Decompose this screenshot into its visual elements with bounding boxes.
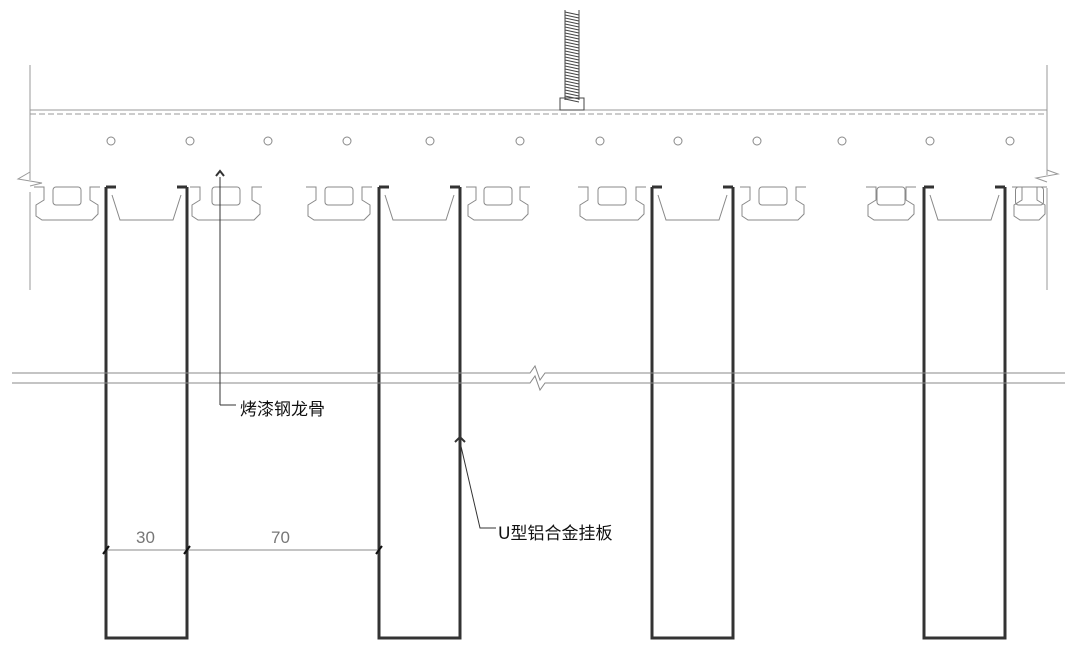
keel-segment xyxy=(578,186,646,221)
bolt-thread xyxy=(564,71,580,79)
keel-holes xyxy=(106,136,1015,146)
panel-label: U型铝合金挂板 xyxy=(498,524,613,544)
keel-slot xyxy=(211,186,241,206)
bolt-thread xyxy=(564,53,580,61)
keel-hole xyxy=(425,136,435,146)
keel-slot xyxy=(876,186,906,206)
bolt-thread xyxy=(564,95,580,103)
keel-segment xyxy=(190,186,262,221)
keel-hole xyxy=(515,136,525,146)
keel-hole xyxy=(837,136,847,146)
keel-label: 烤漆钢龙骨 xyxy=(240,400,325,420)
keel-slot xyxy=(483,186,513,206)
bolt-thread xyxy=(564,35,580,43)
keel-hole xyxy=(106,136,116,146)
steel-keel-profile xyxy=(34,186,1047,221)
break-mark-left xyxy=(16,171,43,187)
bolt-thread xyxy=(564,89,580,97)
anchor-bolt xyxy=(559,10,585,111)
bolt-thread xyxy=(564,29,580,37)
bolt-thread xyxy=(564,77,580,85)
keel-slot xyxy=(52,186,82,206)
break-mark-right xyxy=(1034,169,1060,183)
keel-hole xyxy=(752,136,762,146)
keel-slot xyxy=(324,186,354,206)
keel-slot xyxy=(597,186,627,206)
keel-under-panel xyxy=(111,194,182,221)
keel-segment xyxy=(866,186,916,221)
dimension-30: 30 xyxy=(136,528,155,547)
leaders xyxy=(215,169,496,529)
bolt-thread xyxy=(564,41,580,49)
bolt-thread xyxy=(564,65,580,73)
u-panel xyxy=(104,187,189,640)
u-panels xyxy=(104,185,1007,640)
bolt-thread xyxy=(564,47,580,55)
keel-slot xyxy=(758,186,788,206)
keel-under-panel xyxy=(384,194,455,221)
keel-segment xyxy=(740,186,806,221)
keel-hole xyxy=(263,136,273,146)
bolt-thread xyxy=(564,59,580,67)
keel-hole xyxy=(595,136,605,146)
keel-hole xyxy=(925,136,935,146)
arrow-icon xyxy=(454,435,466,443)
keel-hole xyxy=(673,136,683,146)
keel-under-panel xyxy=(657,194,728,221)
keel-segment xyxy=(306,186,372,221)
u-panel xyxy=(650,187,735,640)
bolt-thread xyxy=(564,11,580,19)
ceiling-slab xyxy=(16,65,1060,290)
u-panel xyxy=(922,187,1007,640)
dimension-line xyxy=(102,545,383,555)
keel-segment xyxy=(34,186,100,221)
u-panel xyxy=(377,187,462,640)
keel-hole xyxy=(342,136,352,146)
keel-hole xyxy=(185,136,195,146)
dimension-70: 70 xyxy=(271,528,290,547)
keel-segment xyxy=(466,186,530,221)
arrow-icon xyxy=(215,169,225,177)
keel-under-panel xyxy=(929,194,1000,221)
bolt-nut xyxy=(559,97,585,111)
bolt-thread xyxy=(564,23,580,31)
keel-segment xyxy=(1012,186,1047,221)
keel-slot xyxy=(1015,186,1044,206)
break-lines xyxy=(12,364,1065,392)
bolt-thread xyxy=(564,83,580,91)
bolt-thread xyxy=(564,17,580,25)
keel-hole xyxy=(1005,136,1015,146)
